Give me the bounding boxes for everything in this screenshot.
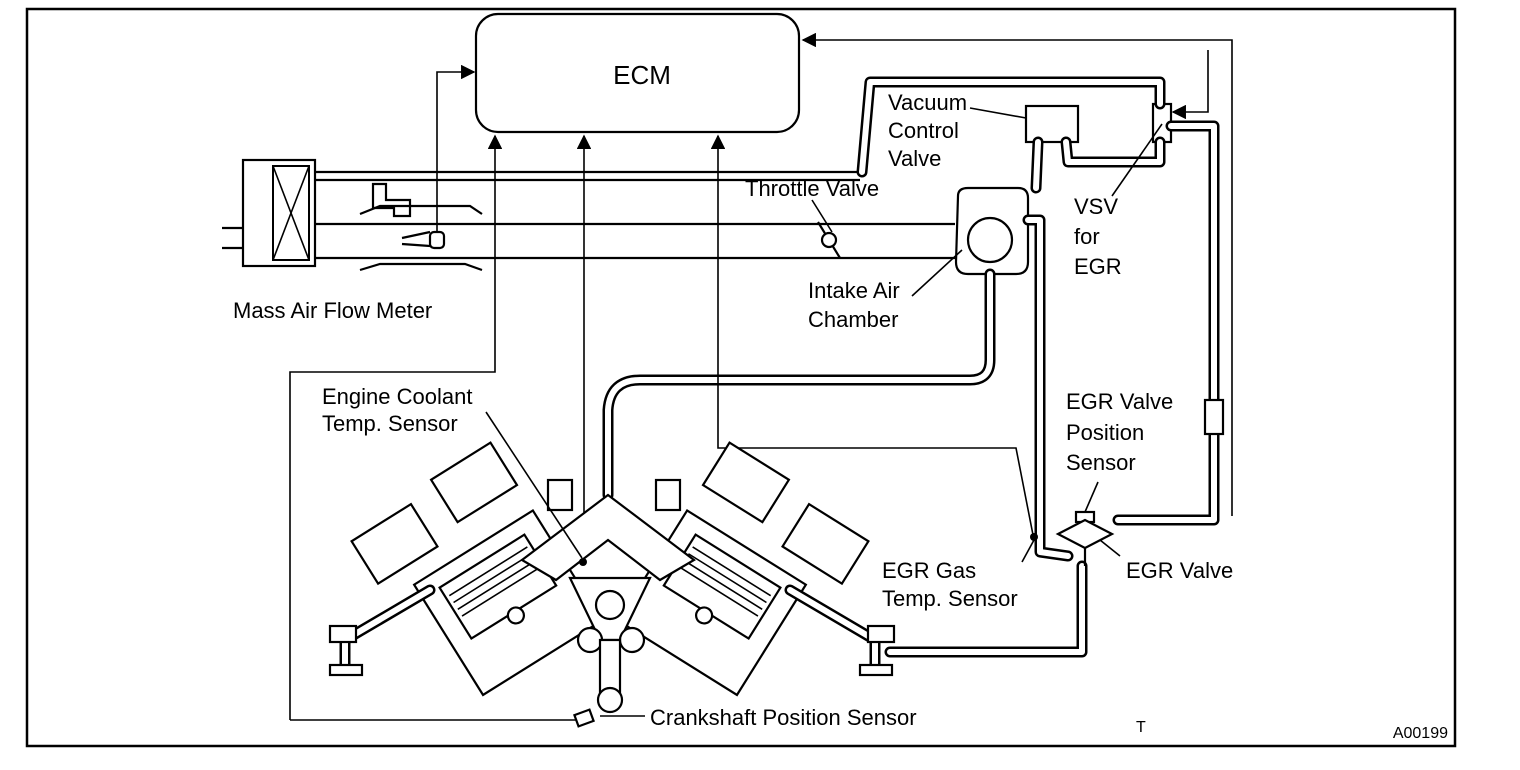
label-egr-valve-position-1: EGR Valve — [1066, 389, 1173, 414]
label-vacuum-control-valve-3: Valve — [888, 146, 941, 171]
label-vsv-2: for — [1074, 224, 1100, 249]
crankshaft-position-sensor — [573, 708, 595, 728]
ecm-label: ECM — [613, 60, 671, 90]
label-vacuum-control-valve-1: Vacuum — [888, 90, 967, 115]
v-engine — [328, 441, 896, 714]
leader-lines — [485, 107, 1163, 717]
label-throttle-valve: Throttle Valve — [745, 176, 879, 201]
label-vsv-3: EGR — [1074, 254, 1122, 279]
label-vacuum-control-valve-2: Control — [888, 118, 959, 143]
air-cleaner-element — [272, 165, 310, 261]
label-egr-gas-temp-1: EGR Gas — [882, 558, 976, 583]
label-mass-air-flow-meter: Mass Air Flow Meter — [233, 298, 432, 323]
label-vsv-1: VSV — [1074, 194, 1118, 219]
label-crankshaft-position-sensor: Crankshaft Position Sensor — [650, 705, 917, 730]
crank-pulley — [596, 686, 624, 714]
label-egr-valve-position-2: Position — [1066, 420, 1144, 445]
diagram-code: A00199 — [1393, 725, 1448, 742]
intake-air-chamber — [954, 186, 1030, 276]
label-egr-gas-temp-2: Temp. Sensor — [882, 586, 1018, 611]
coolant-sensor — [579, 558, 587, 566]
ecm-box: ECM — [474, 12, 801, 134]
vacuum-hoses — [602, 76, 1220, 658]
label-engine-coolant-1: Engine Coolant — [322, 384, 472, 409]
air-intake-duct — [222, 158, 955, 272]
corner-mark: T — [1136, 719, 1146, 736]
vacuum-control-valve-box — [1024, 104, 1080, 144]
label-intake-air-chamber-1: Intake Air — [808, 278, 900, 303]
hose-filter — [1203, 398, 1225, 436]
diagram-frame — [25, 7, 1457, 748]
egr-valve — [1055, 510, 1115, 566]
label-egr-valve: EGR Valve — [1126, 558, 1233, 583]
throttle-valve — [817, 221, 841, 259]
label-egr-valve-position-3: Sensor — [1066, 450, 1136, 475]
label-intake-air-chamber-2: Chamber — [808, 307, 898, 332]
label-engine-coolant-2: Temp. Sensor — [322, 411, 458, 436]
signal-wires — [289, 32, 1233, 721]
